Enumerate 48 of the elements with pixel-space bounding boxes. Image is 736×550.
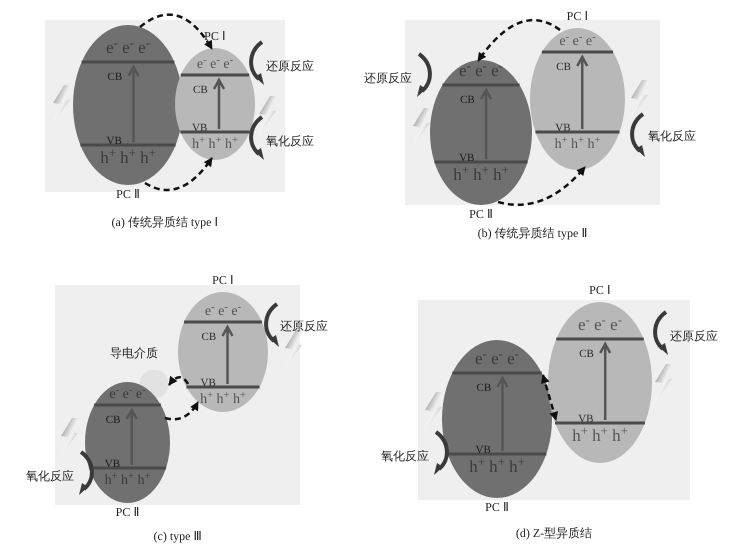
reaction-label: 还原反应 xyxy=(670,328,718,344)
reaction-label: 还原反应 xyxy=(364,70,412,86)
semiconductor-label: PC Ⅱ xyxy=(485,499,509,515)
vb-label: VB xyxy=(106,135,122,147)
medium-label: 导电介质 xyxy=(110,345,158,361)
reaction-label: 氧化反应 xyxy=(26,468,74,484)
cb-label: CB xyxy=(202,331,216,343)
cb-label: CB xyxy=(193,84,208,96)
panel-caption: (c) type Ⅲ xyxy=(154,528,202,544)
dashed-arrow xyxy=(164,401,200,420)
electron-symbols: e$^{-}$ e$^{-}$ e$^{-}$ xyxy=(578,315,622,335)
semiconductor-label: PC Ⅱ xyxy=(116,186,140,202)
semiconductor-label: PC Ⅱ xyxy=(469,206,493,222)
dashed-arrow xyxy=(498,166,586,206)
reaction-label: 氧化反应 xyxy=(266,133,314,149)
hole-symbols: h$^{+}$ h$^{+}$ h$^{+}$ xyxy=(554,135,600,154)
hole-symbols: h$^{+}$ h$^{+}$ h$^{+}$ xyxy=(200,390,246,409)
dashed-arrow xyxy=(139,14,214,50)
cb-label: CB xyxy=(476,382,492,394)
panel-caption: (d) Z-型异质结 xyxy=(516,525,592,541)
electron-symbols: e$^{-}$ e$^{-}$ e$^{-}$ xyxy=(196,55,234,74)
hole-symbols: h$^{+}$ h$^{+}$ h$^{+}$ xyxy=(192,135,238,154)
panel-caption: (a) 传统异质结 type Ⅰ xyxy=(112,214,218,230)
dashed-arrow xyxy=(168,376,190,386)
vb-label: VB xyxy=(459,152,474,164)
reaction-label: 氧化反应 xyxy=(381,448,429,464)
cb-label: CB xyxy=(579,348,594,360)
semiconductor-label: PC Ⅰ xyxy=(212,272,234,288)
semiconductor-label: PC Ⅰ xyxy=(589,282,611,298)
cb-label: CB xyxy=(556,61,571,73)
vb-label: VB xyxy=(104,458,120,470)
vb-label: VB xyxy=(476,444,491,456)
electron-symbols: e$^{-}$ e$^{-}$ e$^{-}$ xyxy=(559,32,596,51)
semiconductor-label: PC Ⅰ xyxy=(566,8,588,24)
dashed-arrow xyxy=(144,157,214,192)
cb-label: CB xyxy=(106,414,120,426)
semiconductor-label: PC Ⅱ xyxy=(116,504,140,520)
cb-label: CB xyxy=(108,71,122,83)
panel-caption: (b) 传统异质结 type Ⅱ xyxy=(478,225,588,241)
cb-label: CB xyxy=(460,94,475,106)
reaction-label: 氧化反应 xyxy=(648,128,696,144)
reaction-label: 还原反应 xyxy=(280,318,328,334)
dashed-arrow xyxy=(540,374,558,421)
hole-symbols: h$^{+}$ h$^{+}$ h$^{+}$ xyxy=(572,426,628,446)
electron-symbols: e$^{-}$ e$^{-}$ e$^{-}$ xyxy=(204,302,242,321)
reaction-label: 还原反应 xyxy=(266,58,314,74)
semiconductor-label: PC Ⅰ xyxy=(204,28,226,44)
dashed-arrow xyxy=(477,18,561,62)
